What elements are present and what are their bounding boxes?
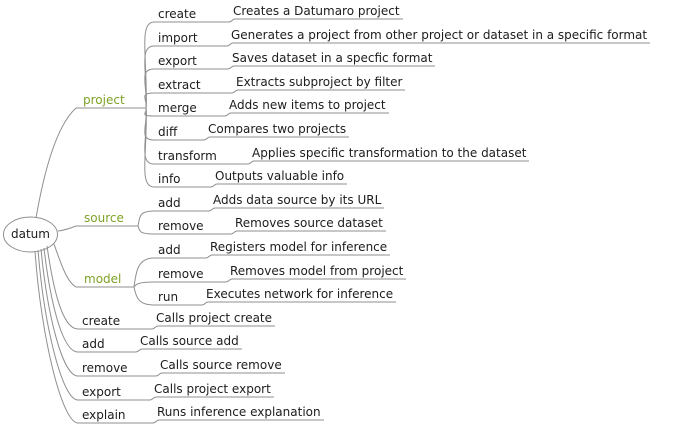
model-command-remove-description: Removes model from project <box>230 264 404 278</box>
edge-path <box>144 42 650 109</box>
project-command-diff-description: Compares two projects <box>208 122 347 136</box>
datum-command-explain-description: Runs inference explanation <box>157 405 321 419</box>
source-command-remove-description: Removes source dataset <box>235 216 383 230</box>
project-command-info: info <box>158 172 181 186</box>
root-node-datum: datum <box>11 227 50 241</box>
project-command-import: import <box>158 31 198 45</box>
edge-path <box>144 65 435 109</box>
edge-path <box>46 245 275 330</box>
project-command-create: create <box>158 7 197 21</box>
edge-path <box>40 248 285 377</box>
edge-path <box>144 107 349 141</box>
model-command-remove: remove <box>158 267 204 281</box>
datum-command-export-description: Calls project export <box>154 382 271 396</box>
root-ellipse <box>3 216 58 253</box>
project-command-transform-description: Applies specific transformation to the d… <box>252 146 527 160</box>
project-command-merge-description: Adds new items to project <box>229 98 386 112</box>
edge-path <box>53 243 134 288</box>
edge-path <box>35 107 146 219</box>
edge-path <box>57 225 138 232</box>
branch-label-project: project <box>83 93 125 107</box>
source-command-add-description: Adds data source by its URL <box>213 193 382 207</box>
project-command-extract-description: Extracts subproject by filter <box>236 75 403 89</box>
datum-command-create-description: Calls project create <box>156 311 273 325</box>
edge-path <box>144 107 389 117</box>
model-command-run-description: Executes network for inference <box>206 287 394 301</box>
project-command-diff: diff <box>158 125 178 139</box>
edge-path <box>43 247 242 353</box>
edge-path <box>133 254 390 288</box>
datum-command-remove-description: Calls source remove <box>160 358 282 372</box>
source-command-add: add <box>158 196 181 210</box>
edge-path <box>133 286 396 306</box>
project-command-merge: merge <box>158 101 197 115</box>
edge-path <box>37 249 274 401</box>
datum-command-add: add <box>82 337 105 351</box>
datum-command-export: export <box>82 385 121 399</box>
project-command-extract: extract <box>158 78 201 92</box>
edge-path <box>144 107 347 188</box>
source-command-remove: remove <box>158 219 204 233</box>
branch-label-source: source <box>84 211 124 225</box>
project-command-info-description: Outputs valuable info <box>215 169 345 183</box>
edge-path <box>144 89 405 109</box>
edge-path <box>144 18 403 109</box>
edge-path <box>137 207 384 227</box>
model-command-run: run <box>158 290 179 304</box>
edge-path <box>133 278 406 288</box>
datum-command-create: create <box>82 314 121 328</box>
project-command-export: export <box>158 54 197 68</box>
project-command-create-description: Creates a Datumaro project <box>233 4 400 18</box>
project-command-import-description: Generates a project from other project o… <box>231 28 648 42</box>
edge-path <box>137 225 386 235</box>
model-command-add-description: Registers model for inference <box>210 240 388 254</box>
project-command-transform: transform <box>158 149 217 163</box>
edge-path <box>34 250 324 424</box>
datum-command-explain: explain <box>82 408 126 422</box>
branch-label-model: model <box>84 272 122 286</box>
datum-command-add-description: Calls source add <box>140 334 239 348</box>
project-command-export-description: Saves dataset in a specfic format <box>232 51 433 65</box>
model-command-add: add <box>158 243 181 257</box>
datum-command-remove: remove <box>82 361 128 375</box>
